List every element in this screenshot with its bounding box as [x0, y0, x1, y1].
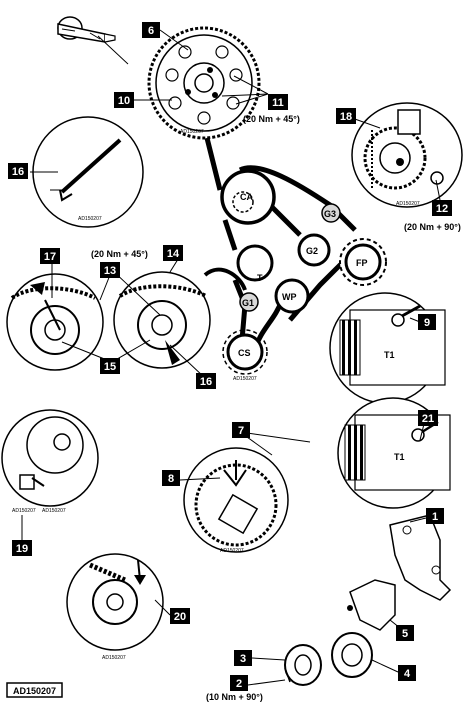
callout-16-top: 16: [8, 163, 28, 179]
pulley-cs-label: CS: [238, 348, 251, 358]
callout-19: 19: [12, 540, 32, 556]
engine-locking-detail-9: [329, 292, 446, 404]
water-pump-pulley: [274, 278, 310, 314]
idler-g3: [321, 203, 341, 223]
svg-text:15: 15: [104, 361, 116, 373]
pulley-g1-label: G1: [242, 298, 254, 308]
svg-text:5: 5: [402, 628, 408, 640]
svg-text:AD150207: AD150207: [13, 686, 56, 696]
callout-13: 13: [100, 262, 120, 278]
svg-text:4: 4: [404, 668, 411, 680]
torque-crank: (10 Nm + 90°): [206, 692, 263, 702]
svg-text:10: 10: [118, 95, 130, 107]
svg-text:14: 14: [167, 248, 180, 260]
tool-code: AD150207: [78, 216, 102, 222]
timing-cover-upper: [389, 514, 452, 601]
svg-text:21: 21: [422, 413, 434, 425]
crank-code: AD150207: [233, 376, 257, 382]
crank-gear-detail: [183, 447, 289, 553]
camshaft-sprocket: [147, 26, 261, 140]
callout-16-mid: 16: [196, 373, 216, 389]
svg-text:11: 11: [272, 97, 284, 109]
pulley-t1b-label: T1: [394, 452, 405, 462]
tensioner-pulley: [236, 244, 274, 282]
svg-text:13: 13: [104, 265, 116, 277]
callout-3: 3: [234, 650, 252, 666]
svg-text:7: 7: [238, 425, 244, 437]
callout-10: 10: [114, 92, 134, 108]
callout-14: 14: [163, 245, 183, 261]
vibration-damper-part: [331, 632, 373, 678]
svg-text:2: 2: [236, 678, 242, 690]
pulley-bottom-code: AD150207: [102, 655, 126, 661]
callout-2: 2: [230, 675, 248, 691]
pulley-g3-label: G3: [324, 209, 336, 219]
svg-text:18: 18: [340, 111, 352, 123]
cam-code: AD150207: [180, 129, 204, 135]
callout-18: 18: [336, 108, 356, 124]
pulley-fp-label: FP: [356, 258, 368, 268]
callout-8: 8: [162, 470, 180, 486]
tensioner-detail-right: [113, 271, 211, 369]
callout-1: 1: [426, 508, 444, 524]
crankshaft-pulley: [222, 329, 268, 375]
svg-text:12: 12: [436, 203, 448, 215]
idler-g1: [239, 292, 259, 312]
pulley-t1a-label: T1: [384, 350, 395, 360]
torque-camshaft: (20 Nm + 45°): [243, 114, 300, 124]
callout-15: 15: [100, 358, 120, 374]
crank-detail-code: AD150207: [42, 508, 66, 514]
callout-7: 7: [232, 422, 250, 438]
pulley-wp-label: WP: [282, 292, 297, 302]
tens-left-code: AD150207: [12, 508, 36, 514]
idler-g2: [297, 233, 331, 267]
svg-text:20: 20: [174, 611, 186, 623]
pulley-g2-label: G2: [306, 246, 318, 256]
timing-cover-lower: [347, 579, 396, 631]
svg-text:8: 8: [168, 473, 174, 485]
main-code-box: AD150207: [6, 682, 63, 698]
svg-text:9: 9: [424, 317, 430, 329]
locking-pin-tool: [57, 16, 129, 65]
callout-5: 5: [396, 625, 414, 641]
callout-17: 17: [40, 248, 60, 264]
gear-code: AD150207: [220, 548, 244, 554]
callout-21: 21: [418, 410, 438, 426]
pump-code: AD150207: [396, 201, 420, 207]
crank-detail-circle: [1, 409, 99, 507]
crank-pulley-part: [284, 644, 322, 686]
tensioner-detail-left: [6, 273, 104, 371]
fuel-pump-pulley: [339, 238, 387, 286]
torque-tensioner: (20 Nm + 45°): [91, 249, 148, 259]
belt-link-tensioner: [203, 267, 247, 291]
svg-text:6: 6: [148, 25, 154, 37]
svg-text:19: 19: [16, 543, 28, 555]
callout-20: 20: [170, 608, 190, 624]
tensioner-bottom-circle: [66, 553, 164, 651]
callout-4: 4: [398, 665, 416, 681]
svg-text:16: 16: [200, 376, 212, 388]
svg-text:1: 1: [432, 511, 438, 523]
callout-9: 9: [418, 314, 436, 330]
callout-12: 12: [432, 200, 452, 216]
setting-tool-circle: [32, 116, 144, 228]
torque-pump: (20 Nm + 90°): [404, 222, 461, 232]
svg-text:16: 16: [12, 166, 24, 178]
fuel-pump-sprocket: [351, 102, 463, 208]
svg-text:17: 17: [44, 251, 56, 263]
svg-text:3: 3: [240, 653, 246, 665]
pulley-t-label: T: [257, 273, 263, 283]
callout-6: 6: [142, 22, 160, 38]
callout-11: 11: [268, 94, 288, 110]
camshaft-pulley: [220, 169, 276, 225]
pulley-ca-label: CA: [240, 192, 253, 202]
